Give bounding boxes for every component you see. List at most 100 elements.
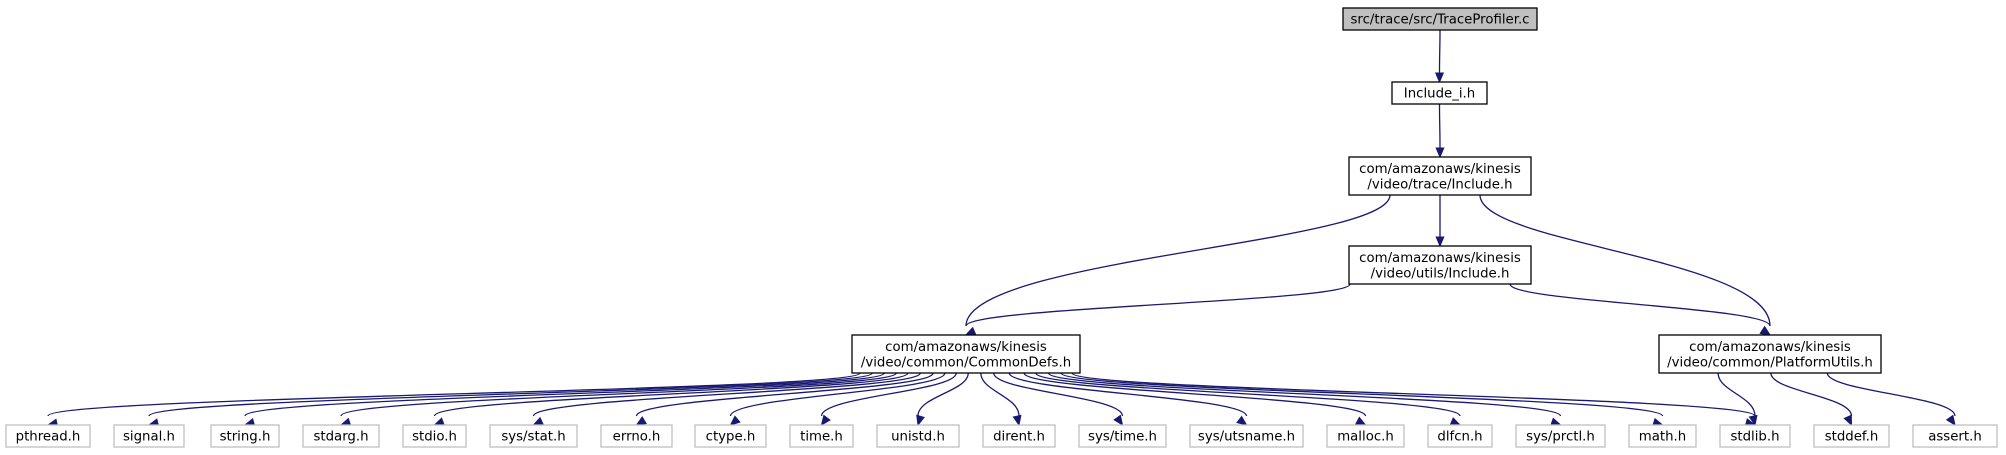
node-systime: sys/time.h bbox=[1078, 424, 1167, 448]
node-utils_include[interactable]: com/amazonaws/kinesis/video/utils/Includ… bbox=[1348, 245, 1532, 285]
node-trace_include[interactable]: com/amazonaws/kinesis/video/trace/Includ… bbox=[1348, 156, 1532, 196]
edge-line bbox=[1479, 194, 1771, 327]
edge-platformutils-to-stdlib bbox=[1717, 372, 1758, 427]
edge-line bbox=[148, 372, 873, 417]
edge-line bbox=[1008, 372, 1248, 417]
edge-line bbox=[1060, 372, 1664, 417]
node-label-line: sys/time.h bbox=[1088, 430, 1157, 445]
node-signal: signal.h bbox=[113, 424, 185, 448]
edge-line bbox=[980, 372, 1020, 417]
node-assert: assert.h bbox=[1912, 424, 1998, 448]
node-label-line: time.h bbox=[800, 430, 843, 445]
node-stdlib: stdlib.h bbox=[1719, 424, 1791, 448]
nodes-layer: src/trace/src/TraceProfiler.cInclude_i.h… bbox=[5, 7, 1998, 448]
node-sysprctl: sys/prctl.h bbox=[1515, 424, 1606, 448]
edge-line bbox=[635, 372, 934, 417]
edge-line bbox=[1717, 372, 1756, 417]
arrowhead bbox=[433, 417, 445, 426]
edge-utils_include-to-platformutils bbox=[1509, 283, 1772, 336]
node-box bbox=[1078, 424, 1167, 448]
arrowhead bbox=[1759, 325, 1772, 336]
node-sysutsname: sys/utsname.h bbox=[1189, 424, 1304, 448]
edge-commondefs-to-malloc bbox=[1023, 372, 1367, 426]
node-label-line: stdio.h bbox=[412, 430, 457, 445]
node-label-line: errno.h bbox=[613, 430, 661, 445]
node-box bbox=[1912, 424, 1998, 448]
arrowhead bbox=[916, 414, 925, 427]
edge-line bbox=[244, 372, 885, 417]
node-platformutils[interactable]: com/amazonaws/kinesis/video/common/Platf… bbox=[1658, 334, 1882, 374]
node-stdarg: stdarg.h bbox=[302, 424, 380, 448]
edge-line bbox=[965, 194, 1391, 327]
edge-trace_include-to-utils_include bbox=[1435, 195, 1445, 248]
node-label-line: ctype.h bbox=[706, 430, 756, 445]
edge-commondefs-to-pthread bbox=[46, 372, 861, 428]
edge-utils_include-to-commondefs bbox=[964, 283, 1351, 336]
edge-include_i-to-trace_include bbox=[1435, 103, 1445, 159]
node-box bbox=[1391, 81, 1488, 105]
node-box bbox=[402, 424, 467, 448]
arrowhead bbox=[1435, 147, 1445, 159]
node-label-line: math.h bbox=[1639, 430, 1686, 445]
node-box bbox=[210, 424, 280, 448]
node-include_i[interactable]: Include_i.h bbox=[1391, 81, 1488, 105]
edge-line bbox=[1023, 372, 1367, 417]
arrowhead bbox=[1434, 72, 1445, 84]
edge-line bbox=[993, 372, 1124, 417]
node-label-line: string.h bbox=[220, 430, 271, 445]
arrowhead bbox=[964, 326, 977, 336]
node-label-line: src/trace/src/TraceProfiler.c bbox=[1351, 13, 1530, 28]
node-label-line: Include_i.h bbox=[1404, 87, 1475, 102]
node-ctype: ctype.h bbox=[694, 424, 767, 448]
node-box bbox=[876, 424, 960, 448]
node-box bbox=[302, 424, 380, 448]
node-box bbox=[600, 424, 673, 448]
node-time: time.h bbox=[789, 424, 854, 448]
edge-line bbox=[1438, 103, 1441, 149]
edges-layer bbox=[46, 29, 1956, 428]
node-box bbox=[1658, 334, 1882, 374]
arrowhead bbox=[635, 416, 647, 426]
node-pthread: pthread.h bbox=[5, 424, 91, 448]
arrowhead bbox=[1354, 416, 1367, 426]
edge-platformutils-to-assert bbox=[1826, 372, 1956, 427]
node-label-line: dirent.h bbox=[993, 430, 1045, 445]
edge-commondefs-to-ctype bbox=[729, 372, 946, 426]
arrowhead bbox=[1435, 236, 1445, 248]
node-commondefs[interactable]: com/amazonaws/kinesis/video/common/Commo… bbox=[851, 334, 1081, 374]
node-box bbox=[489, 424, 578, 448]
edge-commondefs-to-unistd bbox=[916, 372, 969, 427]
node-dlfcn: dlfcn.h bbox=[1427, 424, 1493, 448]
node-label-line: /video/utils/Include.h bbox=[1371, 266, 1510, 281]
arrowhead bbox=[1236, 415, 1248, 426]
node-label-line: /video/trace/Include.h bbox=[1367, 177, 1512, 192]
edge-traceprofiler-to-include_i bbox=[1434, 29, 1445, 84]
node-label-line: pthread.h bbox=[16, 430, 81, 445]
edge-line bbox=[917, 372, 969, 417]
edge-line bbox=[1047, 372, 1562, 417]
edge-line bbox=[1509, 283, 1771, 327]
node-label-line: signal.h bbox=[123, 430, 175, 445]
node-box bbox=[1515, 424, 1606, 448]
arrowhead bbox=[1748, 414, 1758, 427]
node-label-line: com/amazonaws/kinesis bbox=[1689, 340, 1851, 355]
node-box bbox=[1813, 424, 1890, 448]
node-stdio: stdio.h bbox=[402, 424, 467, 448]
node-label-line: com/amazonaws/kinesis bbox=[1359, 251, 1521, 266]
node-label-line: /video/common/PlatformUtils.h bbox=[1667, 355, 1873, 370]
node-label-line: com/amazonaws/kinesis bbox=[1359, 162, 1521, 177]
edge-line bbox=[1438, 29, 1441, 74]
node-label-line: /video/common/CommonDefs.h bbox=[861, 355, 1071, 370]
edge-line bbox=[1770, 372, 1853, 417]
edge-line bbox=[340, 372, 897, 417]
edge-commondefs-to-sysutsname bbox=[1008, 372, 1248, 426]
node-math: math.h bbox=[1628, 424, 1697, 448]
arrowhead bbox=[1449, 417, 1462, 426]
node-traceprofiler[interactable]: src/trace/src/TraceProfiler.c bbox=[1342, 7, 1538, 31]
node-box bbox=[851, 334, 1081, 374]
arrowhead bbox=[532, 416, 545, 426]
edge-line bbox=[820, 372, 957, 417]
node-label-line: unistd.h bbox=[891, 430, 945, 445]
node-box bbox=[5, 424, 91, 448]
arrowhead bbox=[1113, 414, 1124, 427]
